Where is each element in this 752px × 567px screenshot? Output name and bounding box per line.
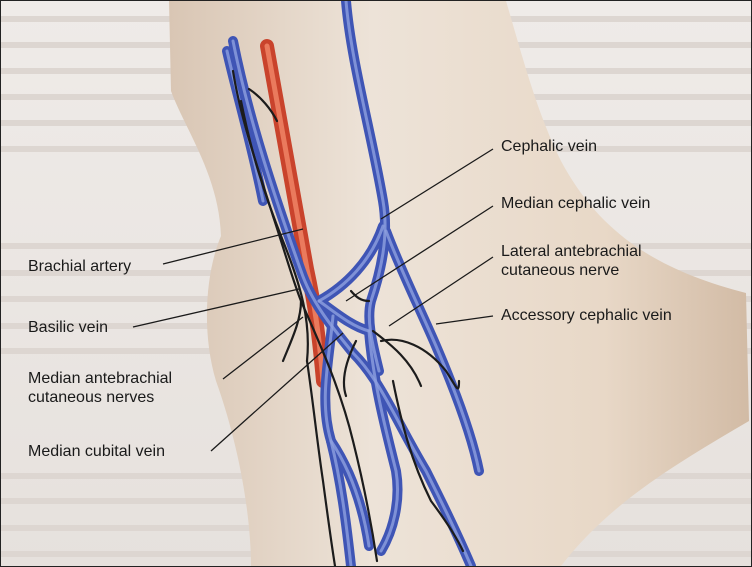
label-median-cubital-vein: Median cubital vein: [28, 442, 165, 461]
label-basilic-vein: Basilic vein: [28, 318, 108, 337]
label-accessory-cephalic-vein: Accessory cephalic vein: [501, 306, 672, 325]
label-brachial-artery: Brachial artery: [28, 257, 131, 276]
label-lateral-antebrachial-nerve: Lateral antebrachial cutaneous nerve: [501, 242, 642, 280]
label-median-cephalic-vein: Median cephalic vein: [501, 194, 650, 213]
label-median-antebrachial-nerves: Median antebrachial cutaneous nerves: [28, 369, 172, 407]
label-cephalic-vein: Cephalic vein: [501, 137, 597, 156]
